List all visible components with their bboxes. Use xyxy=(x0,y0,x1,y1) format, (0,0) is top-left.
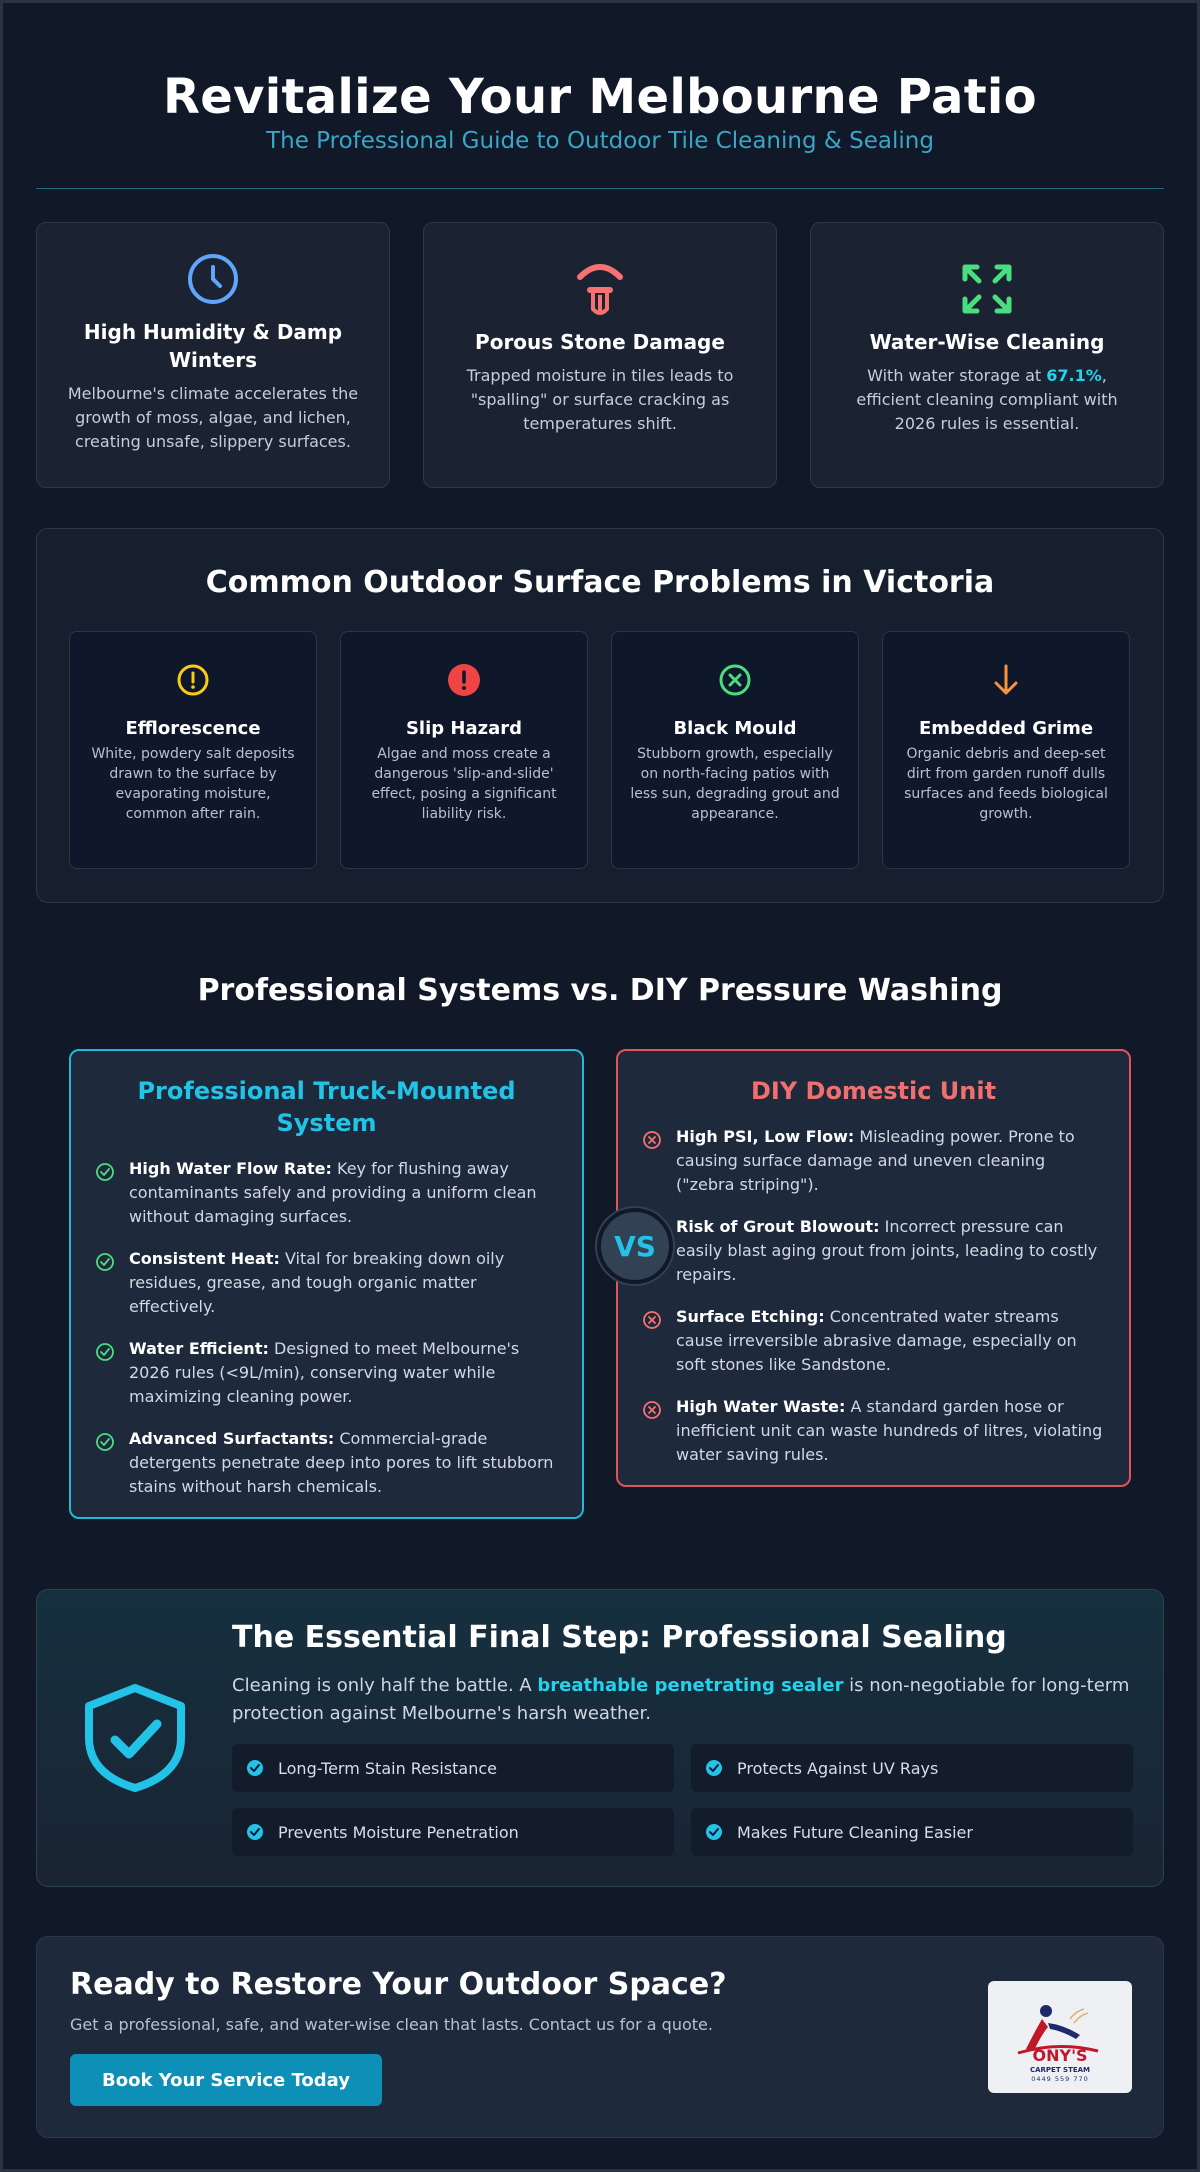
check-badge-icon xyxy=(246,1759,264,1777)
x-circle-icon xyxy=(642,1398,662,1422)
diy-unit-card: DIY Domestic Unit High PSI, Low Flow: Mi… xyxy=(616,1049,1131,1487)
sealer-highlight: breathable penetrating sealer xyxy=(537,1675,844,1696)
clock-icon xyxy=(65,250,361,308)
problem-card-slip: Slip Hazard Algae and moss create a dang… xyxy=(340,631,588,869)
problem-card-mould: Black Mould Stubborn growth, especially … xyxy=(611,631,859,869)
logo-phone: 0449 559 770 xyxy=(1031,2075,1089,2083)
alert-filled-icon xyxy=(359,662,569,698)
problems-panel: Common Outdoor Surface Problems in Victo… xyxy=(36,528,1164,903)
cta-text: Get a professional, safe, and water-wise… xyxy=(70,2015,713,2034)
expand-arrows-icon xyxy=(839,260,1135,318)
sealing-section: The Essential Final Step: Professional S… xyxy=(36,1589,1164,1887)
benefit-chip: Makes Future Cleaning Easier xyxy=(691,1808,1133,1856)
challenge-text: Melbourne's climate accelerates the grow… xyxy=(67,384,359,451)
problem-title: Black Mould xyxy=(673,718,797,739)
list-item: Water Efficient: Designed to meet Melbou… xyxy=(95,1337,558,1409)
problem-text: White, powdery salt deposits drawn to th… xyxy=(91,746,295,822)
problem-card-grime: Embedded Grime Organic debris and deep-s… xyxy=(882,631,1130,869)
cta-section: Ready to Restore Your Outdoor Space? Get… xyxy=(36,1936,1164,2138)
problem-card-efflorescence: Efflorescence White, powdery salt deposi… xyxy=(69,631,317,869)
infographic-page: Revitalize Your Melbourne Patio The Prof… xyxy=(3,3,1197,2169)
x-circle-icon xyxy=(642,1308,662,1332)
sealing-title: The Essential Final Step: Professional S… xyxy=(232,1620,1007,1655)
challenge-title: Porous Stone Damage xyxy=(475,330,725,354)
challenge-card-water: Water-Wise Cleaning With water storage a… xyxy=(810,222,1164,488)
tap-icon xyxy=(452,260,748,318)
logo-wordmark: ONY'S xyxy=(1033,2046,1088,2065)
shield-check-icon xyxy=(81,1682,189,1798)
problem-text: Stubborn growth, especially on north-fac… xyxy=(630,746,840,822)
check-circle-icon xyxy=(95,1430,115,1454)
arrow-down-icon xyxy=(901,662,1111,698)
page-subtitle: The Professional Guide to Outdoor Tile C… xyxy=(266,128,934,154)
diy-list: High PSI, Low Flow: Misleading power. Pr… xyxy=(642,1125,1105,1467)
list-item: Surface Etching: Concentrated water stre… xyxy=(642,1305,1105,1377)
header-divider xyxy=(36,188,1164,189)
benefit-chip: Protects Against UV Rays xyxy=(691,1744,1133,1792)
problem-title: Slip Hazard xyxy=(405,718,523,739)
company-logo: ONY'S CARPET STEAM 0449 559 770 xyxy=(988,1981,1132,2093)
list-item: Advanced Surfactants: Commercial-grade d… xyxy=(95,1427,558,1499)
check-circle-icon xyxy=(95,1340,115,1364)
page-title: Revitalize Your Melbourne Patio xyxy=(163,69,1037,125)
list-item: Risk of Grout Blowout: Incorrect pressur… xyxy=(642,1215,1105,1287)
x-circle-icon xyxy=(642,1128,662,1152)
benefit-chip: Prevents Moisture Penetration xyxy=(232,1808,674,1856)
comparison-title: Professional Systems vs. DIY Pressure Wa… xyxy=(197,973,1003,1008)
challenge-text: Trapped moisture in tiles leads to "spal… xyxy=(466,366,734,433)
check-badge-icon xyxy=(246,1823,264,1841)
problems-title: Common Outdoor Surface Problems in Victo… xyxy=(205,565,995,600)
check-badge-icon xyxy=(705,1823,723,1841)
problem-text: Organic debris and deep-set dirt from ga… xyxy=(904,746,1108,822)
problem-title: Embedded Grime xyxy=(918,718,1094,739)
list-item: High Water Flow Rate: Key for flushing a… xyxy=(95,1157,558,1229)
diy-title: DIY Domestic Unit xyxy=(750,1077,997,1105)
book-service-button[interactable]: Book Your Service Today xyxy=(70,2054,382,2106)
list-item: Consistent Heat: Vital for breaking down… xyxy=(95,1247,558,1319)
check-circle-icon xyxy=(95,1160,115,1184)
professional-list: High Water Flow Rate: Key for flushing a… xyxy=(95,1157,558,1499)
list-item: High Water Waste: A standard garden hose… xyxy=(642,1395,1105,1467)
vs-badge: VS xyxy=(597,1208,673,1284)
problem-title: Efflorescence xyxy=(125,718,261,739)
exclamation-circle-icon xyxy=(88,662,298,698)
list-item: High PSI, Low Flow: Misleading power. Pr… xyxy=(642,1125,1105,1197)
problem-text: Algae and moss create a dangerous 'slip-… xyxy=(371,746,557,822)
challenge-card-porous: Porous Stone Damage Trapped moisture in … xyxy=(423,222,777,488)
cta-title: Ready to Restore Your Outdoor Space? xyxy=(70,1967,727,2002)
check-circle-icon xyxy=(95,1250,115,1274)
professional-title: Professional Truck-Mounted System xyxy=(137,1077,516,1137)
logo-tagline: CARPET STEAM xyxy=(1030,2066,1090,2074)
x-circle-icon xyxy=(630,662,840,698)
challenge-title: High Humidity & Damp Winters xyxy=(83,320,343,372)
challenge-title: Water-Wise Cleaning xyxy=(869,330,1105,354)
water-storage-percent: 67.1% xyxy=(1046,366,1102,385)
check-badge-icon xyxy=(705,1759,723,1777)
challenge-card-humidity: High Humidity & Damp Winters Melbourne's… xyxy=(36,222,390,488)
sealing-lead: Cleaning is only half the battle. A brea… xyxy=(232,1675,1130,1724)
benefit-chip: Long-Term Stain Resistance xyxy=(232,1744,674,1792)
professional-system-card: Professional Truck-Mounted System High W… xyxy=(69,1049,584,1519)
challenge-text: With water storage at 67.1%, efficient c… xyxy=(856,366,1118,433)
